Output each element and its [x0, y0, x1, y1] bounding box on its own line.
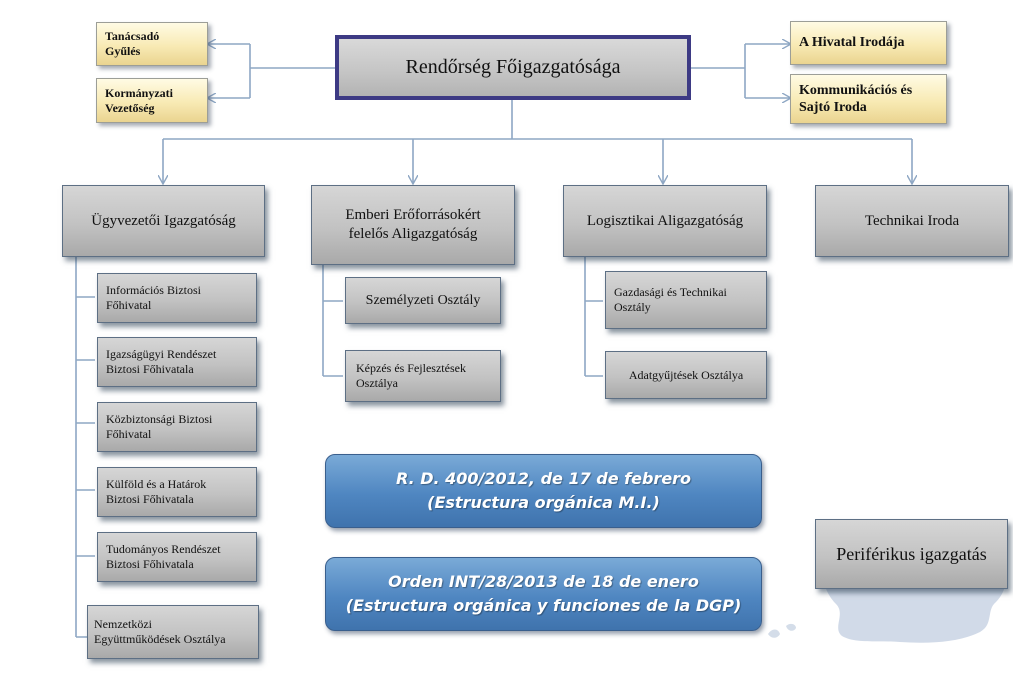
box-label: Kormányzati Vezetőség [105, 85, 173, 115]
regulation-orden-int-28-2013: Orden INT/28/2013 de 18 de enero (Estruc… [325, 557, 762, 631]
informacios-biztosi-fohivatal-box: Információs Biztosi Főhivatal [97, 273, 257, 323]
box-label: Tanácsadó Gyűlés [105, 29, 160, 58]
emberi-eroforrasokert-aligazgatosag-box: Emberi Erőforrásokért felelős Aligazgató… [311, 185, 515, 265]
box-label: Adatgyűjtések Osztálya [628, 367, 744, 382]
rendorseg-foigazgatosaga-box: Rendőrség Főigazgatósága [335, 35, 691, 100]
nemzetkozi-egyuttmukodesek-box: Nemzetközi Együttműködések Osztálya [87, 605, 259, 659]
box-label: Képzés és Fejlesztések Osztálya [356, 361, 466, 390]
adatgyujtesek-osztalya-box: Adatgyűjtések Osztálya [605, 351, 767, 399]
box-label: A Hivatal Irodája [799, 35, 905, 51]
szemelyzeti-osztaly-box: Személyzeti Osztály [345, 277, 501, 324]
box-label: Logisztikai Aligazgatóság [586, 212, 744, 229]
box-label: Technikai Iroda [864, 212, 960, 229]
logisztikai-aligazgatosag-box: Logisztikai Aligazgatóság [563, 185, 767, 257]
box-label: Kommunikációs és Sajtó Iroda [799, 82, 913, 116]
kozbiztonsagi-biztosi-fohivatal-box: Közbiztonsági Biztosi Főhivatal [97, 402, 257, 452]
box-label: Külföld és a Határok Biztosi Főhivatala [106, 477, 207, 506]
technikai-iroda-box: Technikai Iroda [815, 185, 1009, 257]
box-label: Gazdasági és Technikai Osztály [614, 285, 727, 314]
igazsagugyi-rendeszet-box: Igazságügyi Rendészet Biztosi Főhivatala [97, 337, 257, 387]
kepzes-es-fejlesztesek-box: Képzés és Fejlesztések Osztálya [345, 350, 501, 402]
periferikus-igazgatas-box: Periférikus igazgatás [815, 519, 1008, 589]
box-label: Emberi Erőforrásokért felelős Aligazgató… [345, 207, 481, 242]
tudomanyos-rendeszet-box: Tudományos Rendészet Biztosi Főhivatala [97, 532, 257, 582]
main-title: Rendőrség Főigazgatósága [405, 56, 621, 78]
box-label: Igazságügyi Rendészet Biztosi Főhivatala [106, 347, 217, 376]
box-label: Tudományos Rendészet Biztosi Főhivatala [106, 542, 221, 571]
kulfold-es-hatarok-box: Külföld és a Határok Biztosi Főhivatala [97, 467, 257, 517]
ugyvezetoi-igazgatosag-box: Ügyvezetői Igazgatóság [62, 185, 265, 257]
box-label: Személyzeti Osztály [365, 292, 481, 308]
gazdasagi-es-technikai-osztaly-box: Gazdasági és Technikai Osztály [605, 271, 767, 329]
box-label: Periférikus igazgatás [836, 543, 987, 564]
box-label: Információs Biztosi Főhivatal [106, 283, 201, 312]
kommunikacios-sajto-iroda-box: Kommunikációs és Sajtó Iroda [790, 74, 947, 124]
kormanyzati-vezetoseg-box: Kormányzati Vezetőség [96, 78, 208, 123]
box-label: Ügyvezetői Igazgatóság [91, 212, 236, 229]
regulation-text: R. D. 400/2012, de 17 de febrero (Estruc… [395, 469, 692, 512]
box-label: Közbiztonsági Biztosi Főhivatal [106, 412, 213, 441]
box-label: Nemzetközi Együttműködések Osztálya [94, 617, 226, 646]
tanacsado-gyules-box: Tanácsadó Gyűlés [96, 22, 208, 66]
regulation-rd-400-2012: R. D. 400/2012, de 17 de febrero (Estruc… [325, 454, 762, 528]
regulation-text: Orden INT/28/2013 de 18 de enero (Estruc… [345, 572, 742, 615]
hivatal-irodaja-box: A Hivatal Irodája [790, 21, 947, 65]
